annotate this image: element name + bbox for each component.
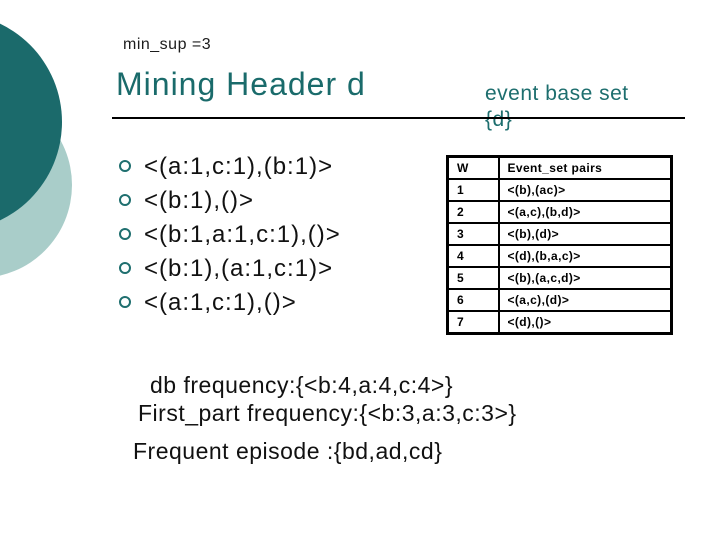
cell-pairs: <(b),(ac)> <box>497 178 673 202</box>
first-part-frequency-line: First_part frequency:{<b:3,a:3,c:3>} <box>138 400 517 426</box>
table-row: 3 <(b),(d)> <box>446 222 673 246</box>
bullet-circle-icon <box>119 296 131 308</box>
cell-pairs: <(a,c),(b,d)> <box>497 200 673 224</box>
cell-w: 2 <box>446 200 500 224</box>
table-row: 5 <(b),(a,c,d)> <box>446 266 673 290</box>
cell-pairs: <(a,c),(d)> <box>497 288 673 312</box>
list-item: <(a:1,c:1),()> <box>119 289 341 323</box>
list-item: <(b:1,a:1,c:1),()> <box>119 221 341 255</box>
table-row: 2 <(a,c),(b,d)> <box>446 200 673 224</box>
min-sup-label: min_sup =3 <box>123 36 212 53</box>
table-row: 6 <(a,c),(d)> <box>446 288 673 312</box>
cell-w: 3 <box>446 222 500 246</box>
cell-w: 5 <box>446 266 500 290</box>
event-base-set-value: {d} <box>485 108 513 131</box>
cell-w: 7 <box>446 310 500 335</box>
page-title: Mining Header d <box>116 66 366 102</box>
title-underline <box>112 117 685 119</box>
list-item: <(b:1),()> <box>119 187 341 221</box>
list-item: <(b:1),(a:1,c:1)> <box>119 255 341 289</box>
bullet-circle-icon <box>119 228 131 240</box>
table-row: 4 <(d),(b,a,c)> <box>446 244 673 268</box>
bullet-text: <(a:1,c:1),()> <box>144 289 297 316</box>
cell-w: 1 <box>446 178 500 202</box>
bullet-list: <(a:1,c:1),(b:1)> <(b:1),()> <(b:1,a:1,c… <box>119 153 341 323</box>
cell-pairs: <(d),(b,a,c)> <box>497 244 673 268</box>
table-row: 1 <(b),(ac)> <box>446 178 673 202</box>
cell-pairs: <(b),(d)> <box>497 222 673 246</box>
bullet-circle-icon <box>119 160 131 172</box>
event-base-set-text: event base set <box>485 82 629 105</box>
event-set-table: W Event_set pairs 1 <(b),(ac)> 2 <(a,c),… <box>446 155 673 335</box>
table-row: 7 <(d),()> <box>446 310 673 335</box>
cell-w: 6 <box>446 288 500 312</box>
frequent-episode-line: Frequent episode :{bd,ad,cd} <box>133 438 443 464</box>
bullet-text: <(b:1),()> <box>144 187 255 214</box>
cell-pairs: <(d),()> <box>497 310 673 335</box>
db-frequency-line: db frequency:{<b:4,a:4,c:4>} <box>150 372 454 398</box>
cell-w: 4 <box>446 244 500 268</box>
table-header-event-set-pairs: Event_set pairs <box>497 155 673 180</box>
bullet-text: <(a:1,c:1),(b:1)> <box>144 153 334 180</box>
list-item: <(a:1,c:1),(b:1)> <box>119 153 341 187</box>
table-header-w: W <box>446 155 500 180</box>
bullet-circle-icon <box>119 262 131 274</box>
bullet-circle-icon <box>119 194 131 206</box>
event-base-set-label: event base set {d} <box>485 81 629 133</box>
bullet-text: <(b:1,a:1,c:1),()> <box>144 221 341 248</box>
table-header-row: W Event_set pairs <box>446 155 673 180</box>
bullet-text: <(b:1),(a:1,c:1)> <box>144 255 334 282</box>
cell-pairs: <(b),(a,c,d)> <box>497 266 673 290</box>
